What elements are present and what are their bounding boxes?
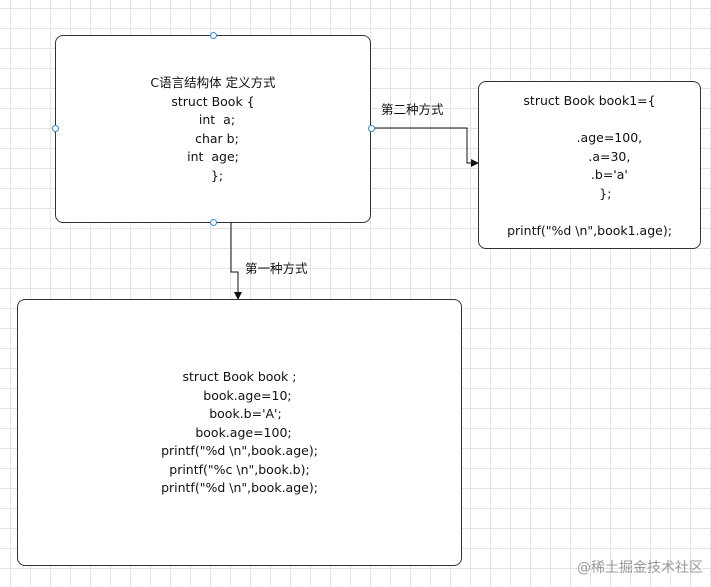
edge-label-method-two: 第二种方式 xyxy=(381,102,444,117)
resize-handle-bottom[interactable] xyxy=(209,218,217,226)
method-one-box[interactable]: struct Book book ; book.age=10; book.b='… xyxy=(17,299,462,566)
definition-line: char b; xyxy=(187,130,239,146)
edge-to-method-one[interactable] xyxy=(230,222,242,300)
method-two-line: struct Book book1={ xyxy=(523,93,656,108)
method-one-line: book.b='A'; xyxy=(197,406,282,421)
struct-definition-text: C语言结构体 定义方式 struct Book { int a; char b;… xyxy=(56,74,370,185)
method-two-line xyxy=(479,203,700,222)
method-two-line: printf("%d \n",book1.age); xyxy=(507,222,672,238)
watermark: @稀土掘金技术社区 xyxy=(577,560,703,576)
resize-handle-right[interactable] xyxy=(367,124,375,132)
definition-line: struct Book { xyxy=(171,93,255,109)
method-two-text: struct Book book1={ .age=100, .a=30, .b=… xyxy=(479,92,700,240)
resize-handle-top[interactable] xyxy=(209,31,217,39)
method-two-line: }; xyxy=(567,185,612,201)
method-one-line: book.age=100; xyxy=(187,424,292,440)
method-one-line: book.age=10; xyxy=(187,387,292,403)
method-two-line xyxy=(479,111,700,130)
method-one-text: struct Book book ; book.age=10; book.b='… xyxy=(18,368,461,498)
method-one-line: printf("%d \n",book.age); xyxy=(161,480,318,495)
method-one-line: printf("%c \n",book.b); xyxy=(169,461,310,477)
edge-to-method-two[interactable] xyxy=(371,127,479,167)
method-two-line: .age=100, xyxy=(536,130,643,145)
definition-line: int age; xyxy=(187,149,239,164)
definition-line: int a; xyxy=(190,112,236,127)
edge-label-method-one: 第一种方式 xyxy=(245,261,308,276)
definition-line: }; xyxy=(202,167,224,183)
resize-handle-left[interactable] xyxy=(51,124,59,132)
method-one-line: printf("%d \n",book.age); xyxy=(161,443,318,458)
struct-definition-box[interactable]: C语言结构体 定义方式 struct Book { int a; char b;… xyxy=(55,35,371,223)
method-two-line: .b='a' xyxy=(551,167,628,182)
method-two-line: .a=30, xyxy=(548,148,631,164)
method-two-box[interactable]: struct Book book1={ .age=100, .a=30, .b=… xyxy=(478,81,701,249)
method-one-line: struct Book book ; xyxy=(182,369,297,384)
definition-line: C语言结构体 定义方式 xyxy=(150,75,276,90)
